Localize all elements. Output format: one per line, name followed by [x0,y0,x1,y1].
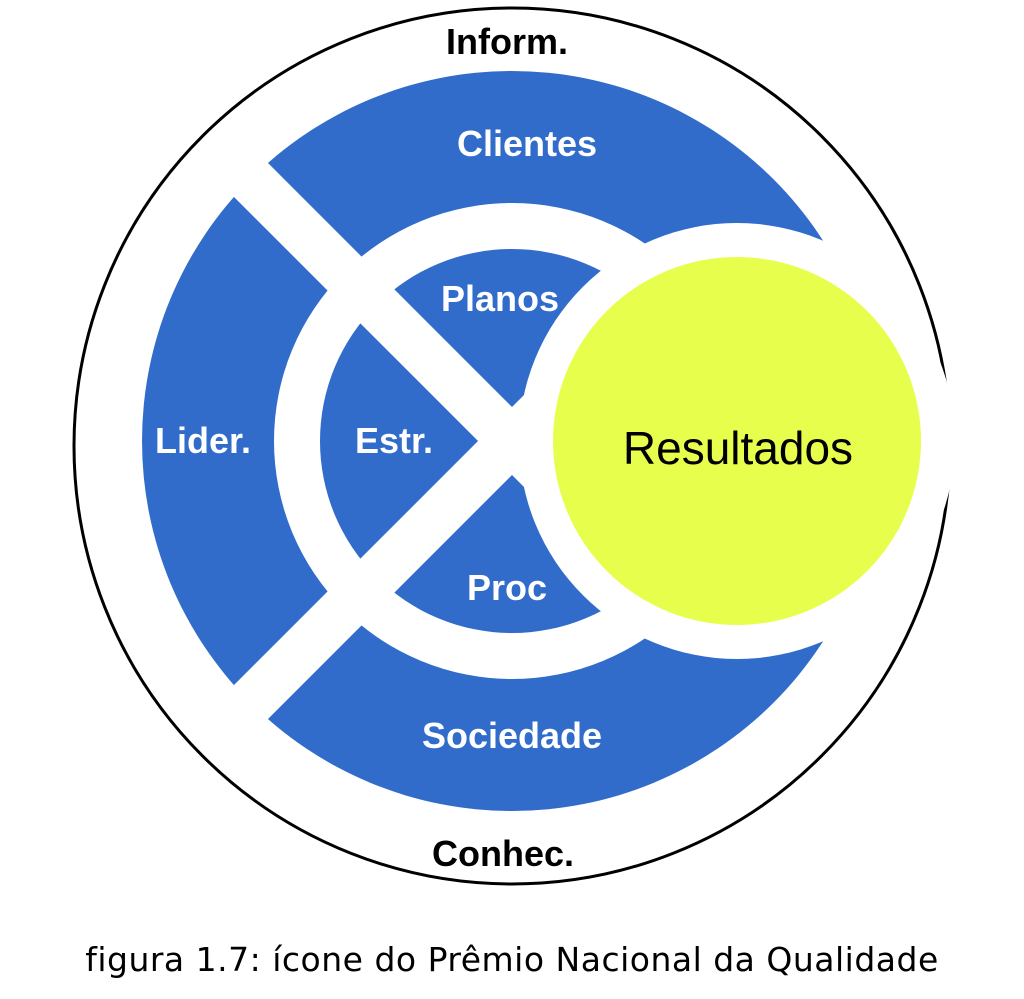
label-proc: Proc [467,567,547,608]
label-lider: Lider. [155,420,251,461]
pnq-diagram: Inform. Clientes Planos Lider. Estr. Res… [72,6,952,886]
label-conhec: Conhec. [432,833,574,874]
label-sociedade: Sociedade [422,715,602,756]
divider-diagonal-down [191,120,565,494]
label-clientes: Clientes [457,123,597,164]
result-circle [553,257,921,625]
label-inform: Inform. [446,21,568,62]
divider-diagonal-up [191,388,565,762]
label-estr: Estr. [355,420,433,461]
label-planos: Planos [441,278,559,319]
figure-caption: figura 1.7: ícone do Prêmio Nacional da … [85,940,939,979]
label-resultados: Resultados [623,422,853,474]
